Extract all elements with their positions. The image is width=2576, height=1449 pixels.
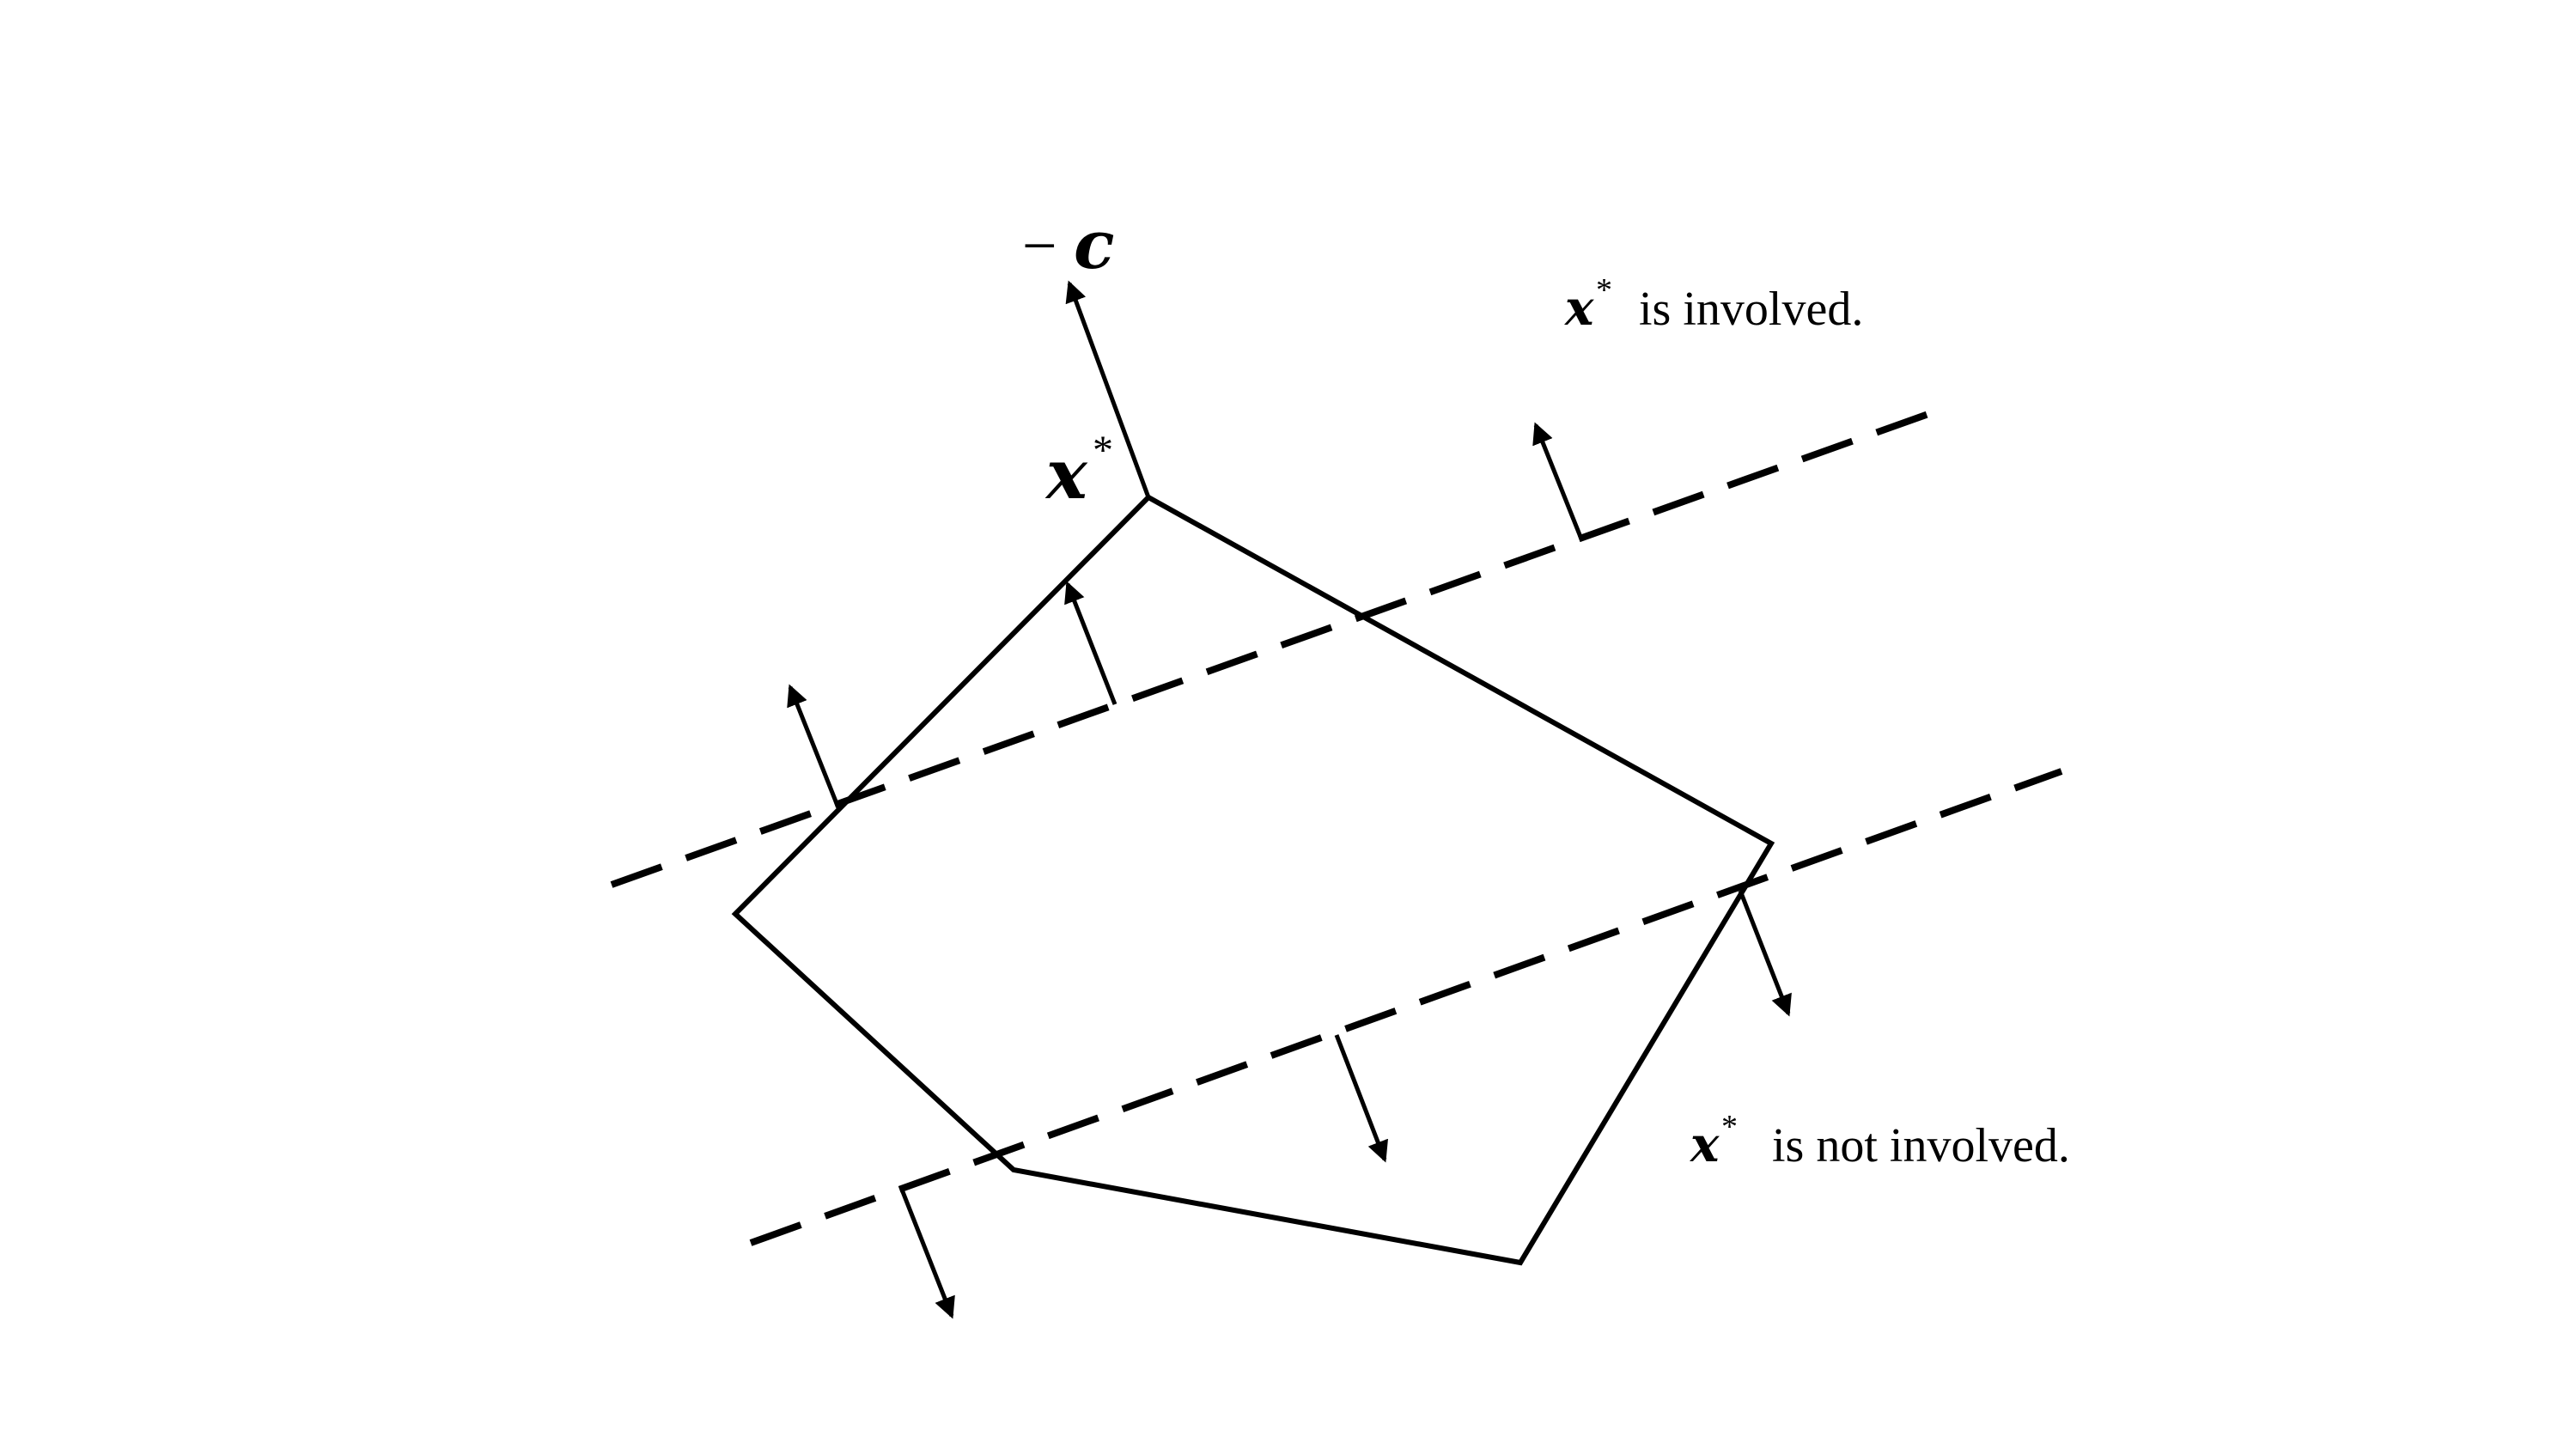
neg-c-arrow: [1065, 280, 1151, 498]
involved-note: x * is involved.: [1564, 272, 1863, 337]
x-symbol: x: [1564, 280, 1594, 337]
normal-arrow-upper-2: [1064, 581, 1117, 705]
normal-arrow-upper-1: [787, 684, 840, 807]
normal-arrow-upper-3: [1532, 422, 1585, 542]
cut-line-upper: [610, 411, 1930, 888]
star-superscript: *: [1721, 1109, 1738, 1145]
neg-c-label: − c: [1022, 206, 1115, 284]
not-involved-note: x * is not involved.: [1690, 1109, 2070, 1173]
c-symbol: c: [1074, 206, 1115, 284]
normal-arrow-lower-2: [1334, 1034, 1389, 1163]
not-involved-text: is not involved.: [1772, 1119, 2070, 1172]
star-superscript: *: [1093, 428, 1113, 473]
normal-arrow-lower-1: [899, 1189, 955, 1319]
normal-arrow-lower-3: [1738, 890, 1792, 1017]
x-star-vertex-label: x *: [1044, 428, 1113, 514]
feasible-polygon: [731, 494, 1775, 1266]
star-superscript: *: [1596, 272, 1612, 308]
x-symbol: x: [1044, 434, 1088, 514]
minus-sign: −: [1022, 211, 1057, 280]
involved-text: is involved.: [1639, 283, 1863, 336]
x-symbol: x: [1690, 1117, 1720, 1173]
